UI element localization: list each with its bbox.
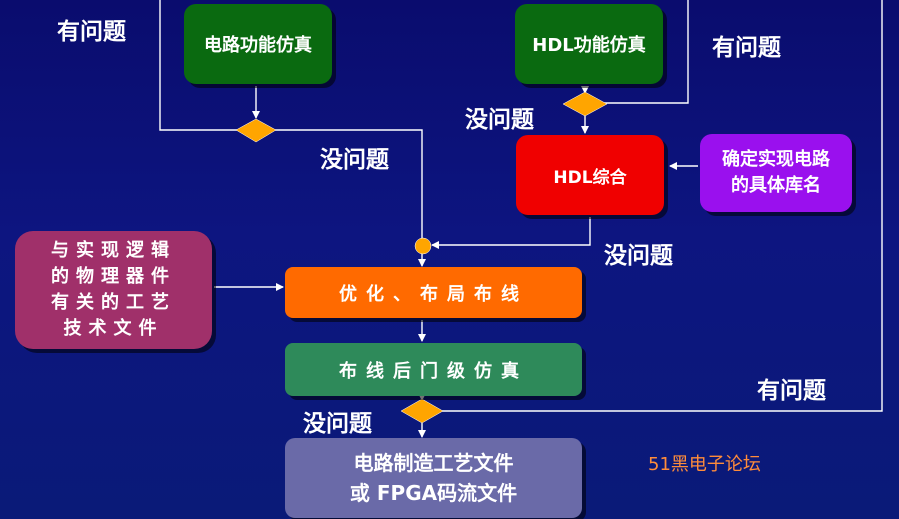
node-output-files: 电路制造工艺文件 或 FPGA码流文件: [285, 438, 582, 518]
node-process-technology-files-text: 与实现逻辑 的物理器件 有关的工艺 技术文件: [51, 240, 176, 339]
node-place-and-route: 优化、布局布线: [285, 267, 582, 318]
wire-decision1-to-merge: [274, 129, 423, 238]
node-circuit-function-sim-text: 电路功能仿真: [204, 35, 312, 56]
wire-synth-to-merge: [431, 217, 591, 249]
label-problem-top-right: 有问题: [712, 35, 781, 61]
decision-diamond-2: [562, 91, 608, 117]
wire-loop-left: [159, 0, 238, 131]
node-hdl-synthesis-text: HDL综合: [553, 167, 627, 188]
node-hdl-function-sim-text: HDL功能仿真: [532, 35, 646, 56]
label-ok-synth: 没问题: [604, 243, 673, 269]
merge-junction: [414, 237, 432, 255]
node-process-technology-files: 与实现逻辑 的物理器件 有关的工艺 技术文件: [15, 231, 212, 349]
label-ok-hdl: 没问题: [465, 107, 534, 133]
node-library-name: 确定实现电路 的具体库名: [700, 134, 852, 212]
label-ok-circuit: 没问题: [320, 147, 389, 173]
node-circuit-function-sim: 电路功能仿真: [184, 4, 332, 84]
label-ok-post-sim: 没问题: [303, 411, 372, 437]
node-output-files-text: 电路制造工艺文件 或 FPGA码流文件: [349, 451, 518, 505]
node-place-and-route-text: 优化、布局布线: [339, 283, 528, 305]
node-hdl-synthesis: HDL综合: [516, 135, 664, 215]
node-post-route-gate-sim: 布线后门级仿真: [285, 343, 582, 396]
wire-loop-hdl: [603, 0, 689, 104]
watermark-text: 51黑电子论坛: [648, 454, 761, 475]
node-library-name-text: 确定实现电路 的具体库名: [722, 149, 830, 196]
label-problem-top-left: 有问题: [57, 19, 126, 45]
wire-loop-right: [441, 0, 883, 412]
label-problem-bottom-right: 有问题: [757, 378, 826, 404]
node-hdl-function-sim: HDL功能仿真: [515, 4, 663, 84]
node-post-route-gate-sim-text: 布线后门级仿真: [339, 360, 528, 382]
decision-diamond-3: [400, 398, 444, 424]
decision-diamond-1: [235, 118, 277, 143]
